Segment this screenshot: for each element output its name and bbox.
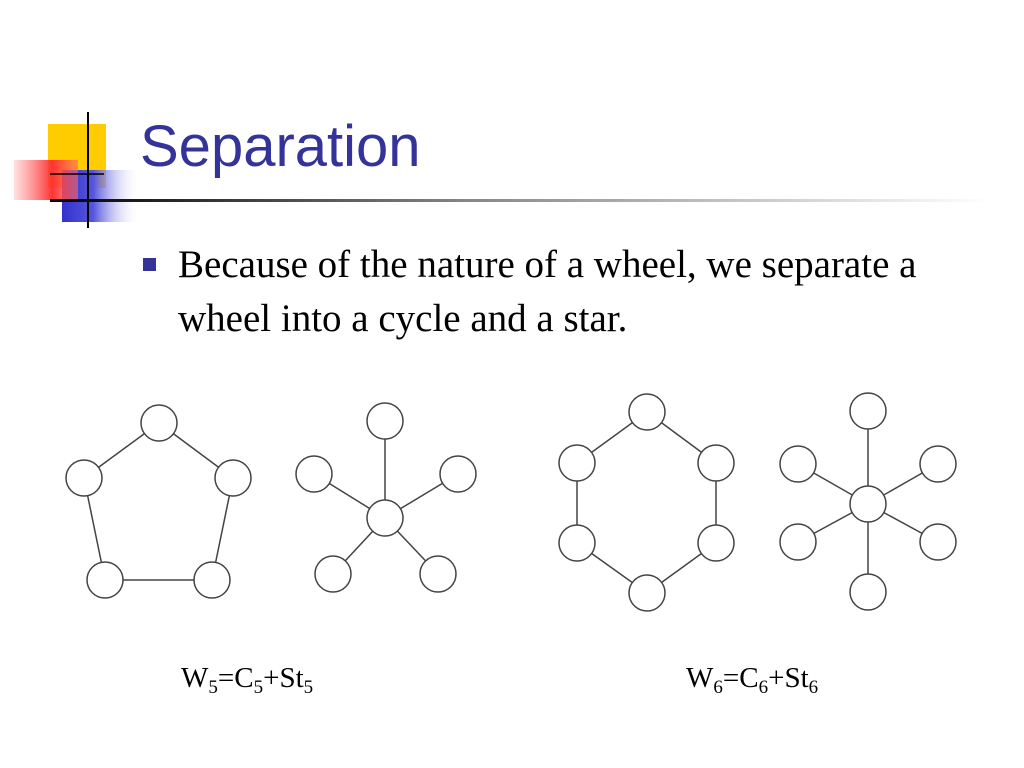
st6-vertex	[919, 445, 957, 483]
title-decoration	[14, 112, 990, 228]
c6-vertex	[697, 524, 735, 562]
c6-vertex	[628, 574, 666, 612]
star-st6	[779, 392, 957, 611]
c5-vertex	[140, 404, 178, 442]
formula-w5-plus: +	[263, 662, 280, 694]
bullet-text: Because of the nature of a wheel, we sep…	[178, 243, 917, 340]
st5-vertex	[439, 455, 477, 493]
formula-w5: W5=C5+St5	[181, 660, 314, 698]
title-rule	[50, 199, 990, 202]
formula-w5-c: C	[234, 662, 254, 694]
formula-w6-c: C	[739, 662, 759, 694]
st6-vertex	[849, 573, 887, 611]
st5-vertex	[314, 555, 352, 593]
formula-w5-c-sub: 5	[253, 677, 264, 698]
st5-vertex	[366, 402, 404, 440]
st6-vertex	[779, 523, 817, 561]
st5-center-vertex	[366, 499, 404, 537]
c5-vertex	[193, 561, 231, 599]
st5-vertex	[295, 455, 333, 493]
bullet-list: Because of the nature of a wheel, we sep…	[140, 238, 1000, 346]
wheel-graphs	[65, 392, 957, 612]
slide-title: Separation	[140, 114, 421, 179]
formula-w5-eq: =	[217, 662, 235, 694]
st6-center-vertex	[849, 485, 887, 523]
cycle-c5	[65, 404, 252, 599]
formula-w6-st: St	[784, 662, 809, 694]
decor-red-bar	[14, 160, 78, 200]
formula-w6-lhs: W	[686, 662, 714, 694]
c5-vertex	[86, 561, 124, 599]
cycle-c6	[558, 393, 735, 612]
formula-w6: W6=C6+St6	[686, 660, 819, 698]
st6-vertex	[919, 523, 957, 561]
st6-vertex	[849, 392, 887, 430]
c5-vertex	[214, 459, 252, 497]
c6-vertex	[697, 444, 735, 482]
bullet-square-icon	[143, 258, 156, 271]
formula-w6-st-sub: 6	[808, 677, 819, 698]
c6-vertex	[628, 393, 666, 431]
bullet-item: Because of the nature of a wheel, we sep…	[140, 238, 1000, 346]
formula-w5-lhs: W	[181, 662, 209, 694]
st5-vertex	[419, 555, 457, 593]
formula-w5-st: St	[279, 662, 304, 694]
c5-vertex	[65, 459, 103, 497]
formula-w6-lhs-sub: 6	[713, 677, 723, 698]
formula-w6-eq: =	[722, 662, 740, 694]
formula-w5-st-sub: 5	[303, 677, 314, 698]
formula-w5-lhs-sub: 5	[208, 677, 218, 698]
formula-w6-c-sub: 6	[758, 677, 769, 698]
c6-vertex	[558, 524, 596, 562]
c6-vertex	[558, 444, 596, 482]
star-st5	[295, 402, 477, 593]
st6-vertex	[779, 445, 817, 483]
formula-w6-plus: +	[768, 662, 785, 694]
